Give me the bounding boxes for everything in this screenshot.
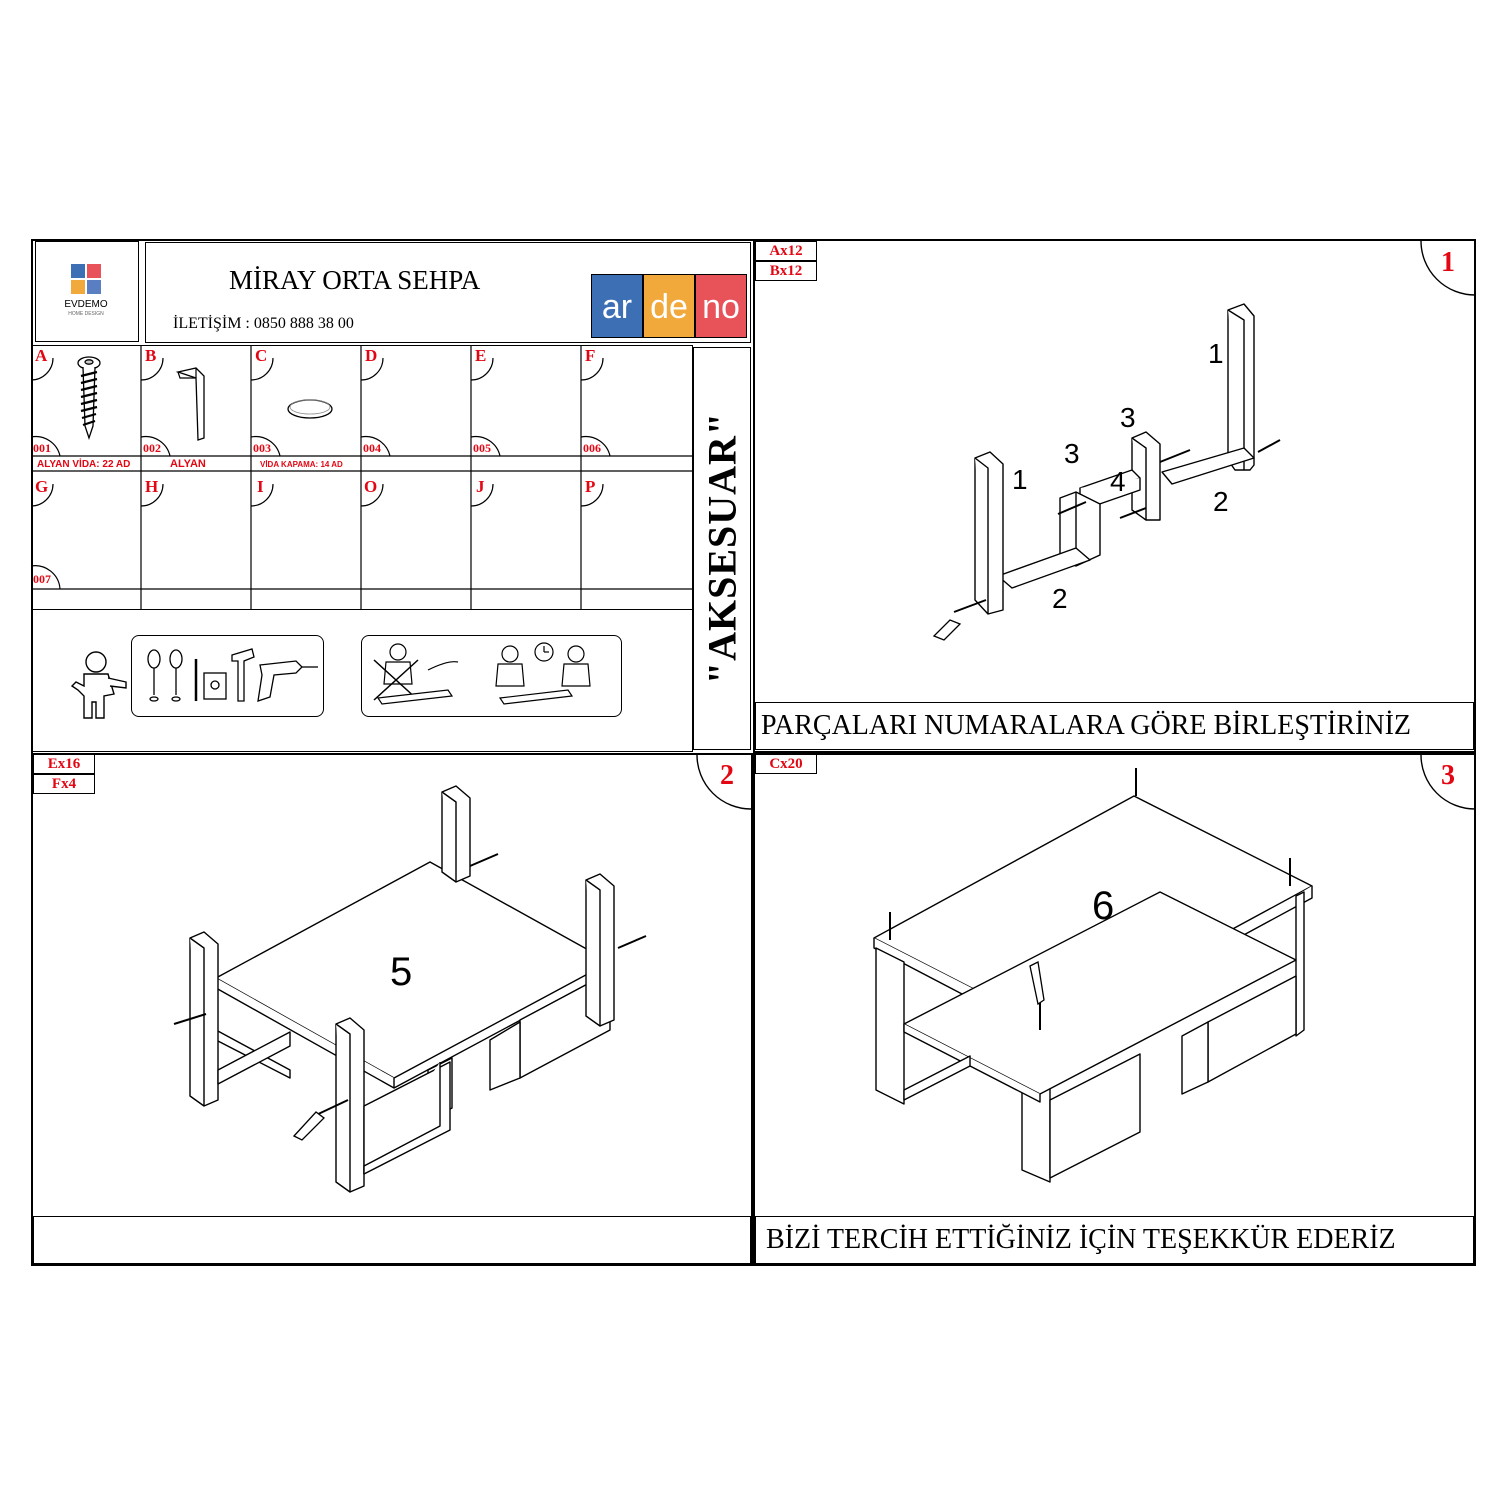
hardware-letter-p: P	[585, 477, 596, 496]
allen-key-icon	[175, 367, 205, 441]
hardware-letter-f: F	[585, 346, 596, 365]
hardware-letter-a: A	[35, 346, 48, 365]
step-2-panel	[31, 753, 753, 1266]
partner-logo-no: no	[695, 274, 747, 338]
hardware-letter-i: I	[257, 477, 264, 496]
hardware-letter-d: D	[365, 346, 378, 365]
hardware-letter-b: B	[145, 346, 157, 365]
step-1-caption: PARÇALARI NUMARALARA GÖRE BİRLEŞTİRİNİZ	[761, 710, 1412, 741]
tools-icons	[147, 648, 318, 702]
step-3-panel	[753, 753, 1476, 1266]
step-1-label-3-left: 3	[1064, 438, 1080, 469]
step-3-label-6: 6	[1092, 884, 1115, 928]
step-3-qty-c: Cx20	[755, 754, 817, 774]
brand-logo-box: EVDEMO HOME DESIGN	[35, 241, 139, 342]
contact-info: İLETİŞİM : 0850 888 38 00	[173, 315, 354, 332]
hardware-code-002: 002	[143, 441, 161, 455]
brand-subtitle: HOME DESIGN	[68, 311, 104, 317]
hardware-code-007: 007	[33, 572, 51, 586]
step-3-caption-box: BİZİ TERCİH ETTİĞİNİZ İÇİN TEŞEKKÜR EDER…	[755, 1216, 1474, 1264]
product-title: MİRAY ORTA SEHPA	[229, 265, 481, 295]
title-box: MİRAY ORTA SEHPA İLETİŞİM : 0850 888 38 …	[145, 242, 751, 343]
hardware-letter-h: H	[145, 477, 159, 496]
partner-logo-de: de	[643, 274, 695, 338]
accessory-box	[693, 347, 751, 750]
step-1-qty-b: Bx12	[755, 261, 817, 281]
step-1-label-4: 4	[1110, 466, 1126, 497]
step-1-panel	[753, 239, 1476, 753]
step-1-label-3-right: 3	[1120, 402, 1136, 433]
step-1-caption-box: PARÇALARI NUMARALARA GÖRE BİRLEŞTİRİNİZ	[755, 702, 1474, 750]
hardware-letter-j: J	[476, 477, 485, 496]
step-1-label-2-left: 2	[1052, 583, 1068, 614]
hardware-grid	[31, 345, 693, 610]
partner-logo: ar de no	[591, 274, 747, 338]
step-2-number: 2	[720, 760, 734, 791]
brand-logo-icon	[71, 264, 101, 294]
step-1-qty-a: Ax12	[755, 241, 817, 261]
step-3-caption: BİZİ TERCİH ETTİĞİNİZ İÇİN TEŞEKKÜR EDER…	[766, 1224, 1396, 1255]
hardware-code-001: 001	[33, 441, 51, 455]
hardware-letter-o: O	[364, 477, 378, 496]
step-2-qty-f: Fx4	[33, 774, 95, 794]
hardware-code-005: 005	[473, 441, 491, 455]
hardware-code-006: 006	[583, 441, 601, 455]
tools-needed-panel	[131, 635, 324, 717]
step-2-qty-e: Ex16	[33, 754, 95, 774]
screw-cap-icon	[287, 399, 333, 419]
hardware-letter-g: G	[35, 477, 49, 496]
screw-icon	[77, 356, 101, 441]
step-2-label-5: 5	[390, 950, 413, 994]
assembly-warning-panel	[361, 635, 622, 717]
hardware-code-004: 004	[363, 441, 381, 455]
partner-logo-ar: ar	[591, 274, 643, 338]
step-1-label-2-right: 2	[1213, 486, 1229, 517]
caption-allen-screw: ALYAN VİDA: 22 AD	[37, 459, 131, 470]
person-pointing-icon	[70, 651, 127, 719]
brand-name: EVDEMO	[64, 299, 108, 310]
step-2-caption-box	[33, 1216, 751, 1264]
hardware-code-003: 003	[253, 441, 271, 455]
caption-allen-key: ALYAN	[170, 458, 206, 470]
step-1-number: 1	[1441, 247, 1455, 278]
step-3-number: 3	[1441, 760, 1455, 791]
assembly-people-icon	[373, 642, 591, 705]
step-1-label-1-left: 1	[1012, 464, 1028, 495]
step-1-label-1-right: 1	[1208, 338, 1224, 369]
hardware-letter-c: C	[255, 346, 268, 365]
tools-box	[31, 610, 693, 752]
hardware-letter-e: E	[475, 346, 487, 365]
caption-screw-cap: VİDA KAPAMA: 14 AD	[260, 460, 343, 469]
